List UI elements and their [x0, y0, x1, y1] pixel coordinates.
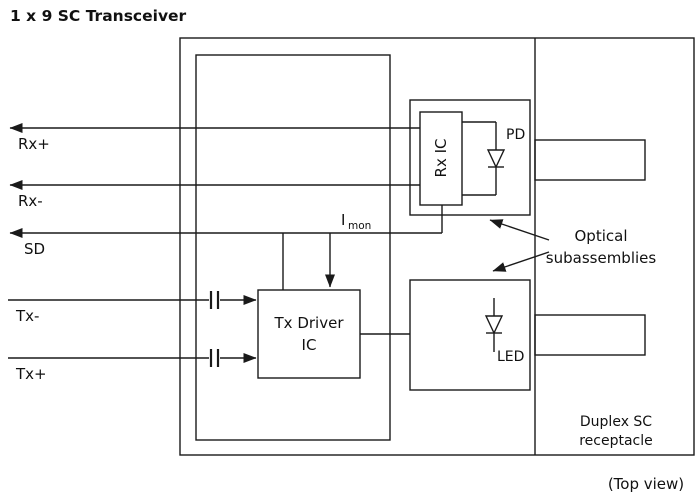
pcb-outline: [195, 54, 391, 441]
rx-plus-label: Rx+: [18, 135, 50, 153]
pd-label: PD: [506, 127, 525, 143]
led-diode-icon: [484, 298, 504, 352]
tx-minus-capacitor-icon: [209, 291, 220, 309]
sd-label: SD: [24, 240, 45, 258]
receptacle-port-bottom: [534, 314, 646, 356]
tx-plus-capacitor-icon: [209, 349, 220, 367]
optical-arrow-top: [489, 219, 550, 241]
tx-osa-box: [409, 279, 531, 391]
tx-driver-ic-box: [257, 289, 361, 379]
tx-driver-label-line2: IC: [302, 336, 317, 354]
led-label: LED: [497, 349, 524, 365]
tx-minus-label: Tx-: [15, 307, 39, 325]
rx-minus-label: Rx-: [18, 192, 43, 210]
transceiver-housing-outline: [179, 37, 695, 456]
optical-subassemblies-label-line1: Optical: [575, 227, 628, 245]
imon-label-subscript: mon: [348, 220, 371, 232]
tx-plus-label: Tx+: [15, 365, 47, 383]
optical-subassemblies-label-line2: subassemblies: [546, 249, 657, 267]
imon-label: I: [341, 211, 345, 229]
rx-osa-box: [409, 99, 531, 216]
tx-driver-label-line1: Tx Driver: [274, 314, 345, 332]
pd-photodiode-icon: [462, 121, 506, 196]
rx-ic-box: [419, 111, 463, 206]
top-view-label: (Top view): [608, 475, 684, 493]
diagram-title: 1 x 9 SC Transceiver: [10, 7, 187, 25]
optical-arrow-bottom: [492, 251, 550, 272]
duplex-sc-label-line2: receptacle: [579, 433, 653, 449]
receptacle-port-top: [534, 139, 646, 181]
duplex-sc-label-line1: Duplex SC: [580, 414, 652, 430]
rx-ic-label: Rx IC: [432, 139, 450, 178]
